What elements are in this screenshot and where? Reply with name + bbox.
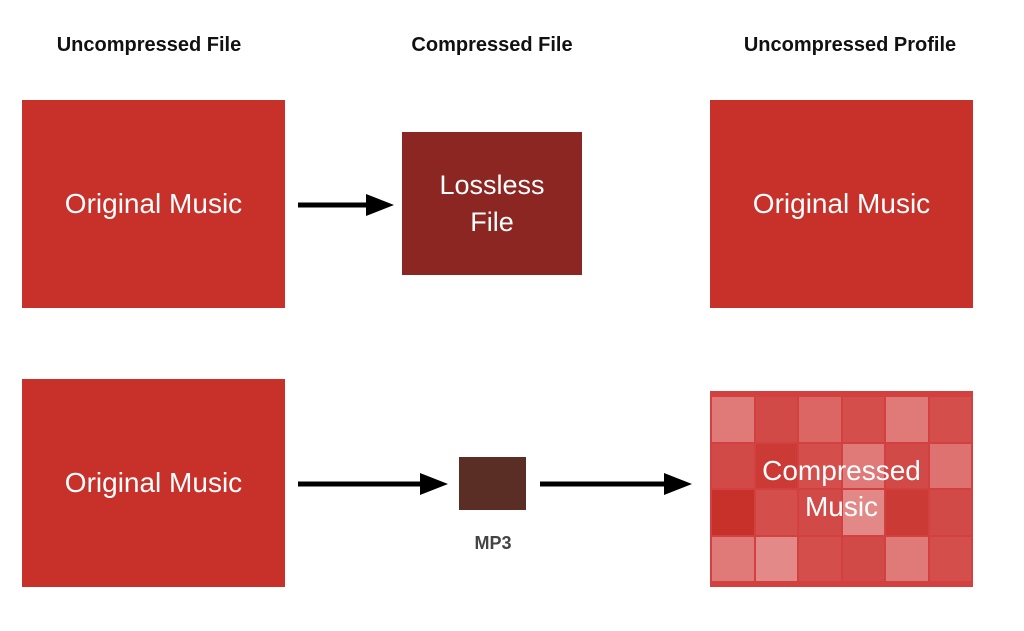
original-music-output-label: Original Music xyxy=(752,187,931,219)
mosaic-tile xyxy=(755,397,797,442)
mosaic-tile xyxy=(799,536,841,581)
original-music-box-row1: Original Music xyxy=(22,100,285,308)
lossless-file-label: Lossless File xyxy=(439,170,545,237)
compressed-music-label: Compressed Music xyxy=(762,454,921,522)
mosaic-tile xyxy=(886,397,928,442)
mosaic-tile xyxy=(712,490,754,535)
mosaic-tile xyxy=(755,443,797,488)
mosaic-tile xyxy=(929,536,971,581)
original-music-box-output: Original Music xyxy=(710,100,973,308)
mosaic-tile xyxy=(842,443,884,488)
mosaic-tile xyxy=(886,443,928,488)
compressed-mosaic xyxy=(710,391,973,587)
arrow-row1-a xyxy=(298,194,394,216)
original-music-label: Original Music xyxy=(64,466,243,498)
original-music-box-row2: Original Music xyxy=(22,379,285,587)
mosaic-tile xyxy=(799,397,841,442)
arrow-row2-a xyxy=(298,473,448,495)
mosaic-tile xyxy=(842,536,884,581)
compressed-music-box: Compressed Music xyxy=(710,391,973,587)
mosaic-tile xyxy=(929,443,971,488)
mosaic-tile xyxy=(929,397,971,442)
mosaic-tile xyxy=(842,397,884,442)
header-uncompressed-file: Uncompressed File xyxy=(56,34,242,56)
mosaic-tile xyxy=(799,443,841,488)
mosaic-tile xyxy=(712,443,754,488)
mp3-box xyxy=(459,457,526,510)
header-uncompressed-profile: Uncompressed Profile xyxy=(743,34,957,56)
mosaic-tile xyxy=(886,490,928,535)
mosaic-tile xyxy=(712,536,754,581)
original-music-label: Original Music xyxy=(64,187,243,219)
lossless-file-box: Lossless File xyxy=(402,132,582,275)
mp3-label: MP3 xyxy=(474,533,512,553)
mosaic-tile xyxy=(929,490,971,535)
mosaic-tile xyxy=(799,490,841,535)
arrow-row2-b xyxy=(540,473,692,495)
header-compressed-file: Compressed File xyxy=(411,34,573,56)
mosaic-tile xyxy=(755,490,797,535)
mosaic-tile xyxy=(712,397,754,442)
mosaic-tile xyxy=(842,490,884,535)
mosaic-tile xyxy=(886,536,928,581)
mosaic-tile xyxy=(755,536,797,581)
